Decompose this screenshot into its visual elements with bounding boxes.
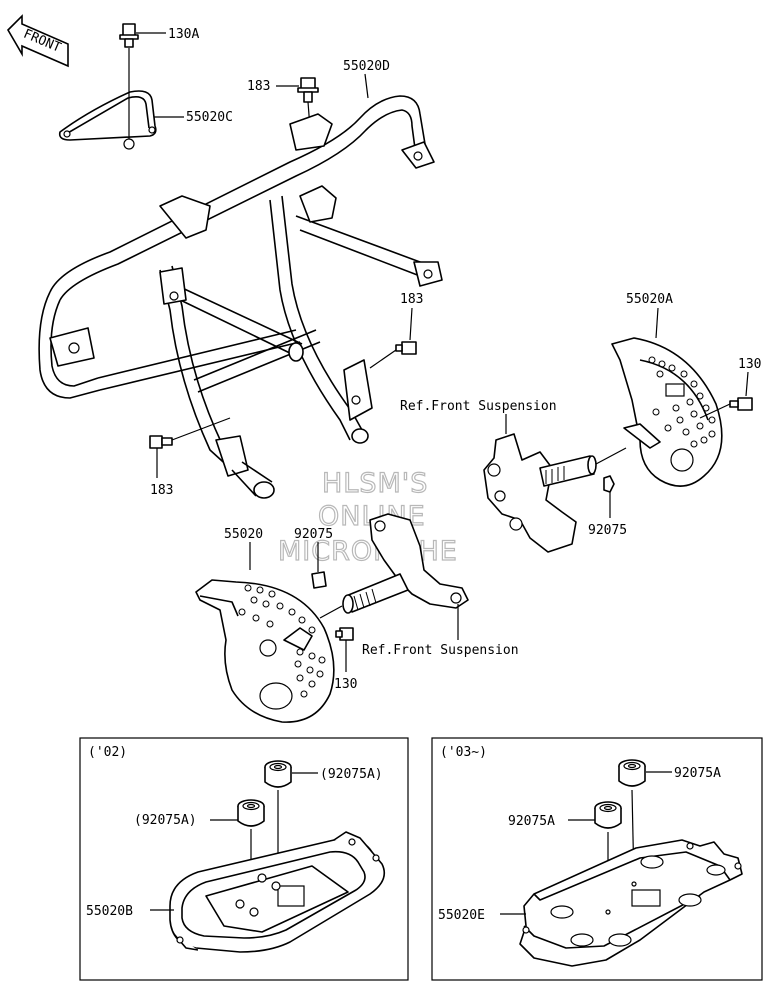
- skid-plate-55020b-icon: [169, 831, 386, 953]
- label-55020c: 55020C: [186, 110, 233, 125]
- bolt-130-right-icon: [729, 397, 753, 411]
- label-55020d: 55020D: [343, 59, 390, 74]
- label-130a: 130A: [168, 27, 199, 42]
- label-55020: 55020: [224, 527, 263, 542]
- bolt-130-left-icon: [335, 627, 354, 641]
- inset-02-title: ('02): [88, 745, 127, 760]
- label-55020a: 55020A: [626, 292, 673, 307]
- label-ref-front-suspension-1: Ref.Front Suspension: [400, 399, 557, 414]
- label-92075a-top-03: 92075A: [674, 766, 721, 781]
- watermark: HLSM'S ONLINE MICROFICHE: [277, 467, 458, 567]
- label-ref-front-suspension-2: Ref.Front Suspension: [362, 643, 519, 658]
- rubber-mount-92075a-top-03-icon: [618, 759, 646, 787]
- label-92075a-left-02: (92075A): [134, 813, 197, 828]
- label-130-left: 130: [334, 677, 357, 692]
- knuckle-left-icon: [342, 513, 469, 614]
- label-183-mid: 183: [400, 292, 423, 307]
- label-183-left: 183: [150, 483, 173, 498]
- front-guard-frame-icon: [38, 95, 443, 499]
- knuckle-right-icon: [483, 433, 597, 553]
- inset-03-frame: [431, 737, 763, 981]
- bolt-183-top-icon: [297, 77, 319, 103]
- watermark-line-3: MICROFICHE: [278, 536, 458, 567]
- collar-92075-left-icon: [311, 571, 327, 589]
- skid-plate-55020e-icon: [519, 839, 743, 967]
- inset-03-title: ('03~): [440, 745, 487, 760]
- watermark-line-1: HLSM'S: [322, 468, 428, 499]
- rubber-mount-92075a-left-02-icon: [237, 799, 265, 827]
- label-55020b: 55020B: [86, 904, 133, 919]
- label-183-top: 183: [247, 79, 270, 94]
- bracket-55020c-icon: [58, 90, 157, 150]
- label-92075a-top-02: (92075A): [320, 767, 383, 782]
- rubber-mount-92075a-top-02-icon: [264, 760, 292, 788]
- inset-02-frame: [79, 737, 409, 981]
- disc-guard-55020a-icon: [611, 337, 723, 487]
- label-92075-right: 92075: [588, 523, 627, 538]
- rubber-mount-92075a-left-03-icon: [594, 801, 622, 829]
- front-arrow-icon: FRONT: [6, 14, 69, 68]
- bolt-130a-icon: [119, 23, 139, 48]
- bolt-183-left-icon: [149, 435, 173, 449]
- label-92075a-left-03: 92075A: [508, 814, 555, 829]
- label-55020e: 55020E: [438, 908, 485, 923]
- collar-92075-right-icon: [603, 475, 615, 493]
- bolt-183-mid-icon: [395, 341, 417, 355]
- disc-guard-55020-icon: [195, 579, 335, 723]
- label-130-right: 130: [738, 357, 761, 372]
- label-92075-left: 92075: [294, 527, 333, 542]
